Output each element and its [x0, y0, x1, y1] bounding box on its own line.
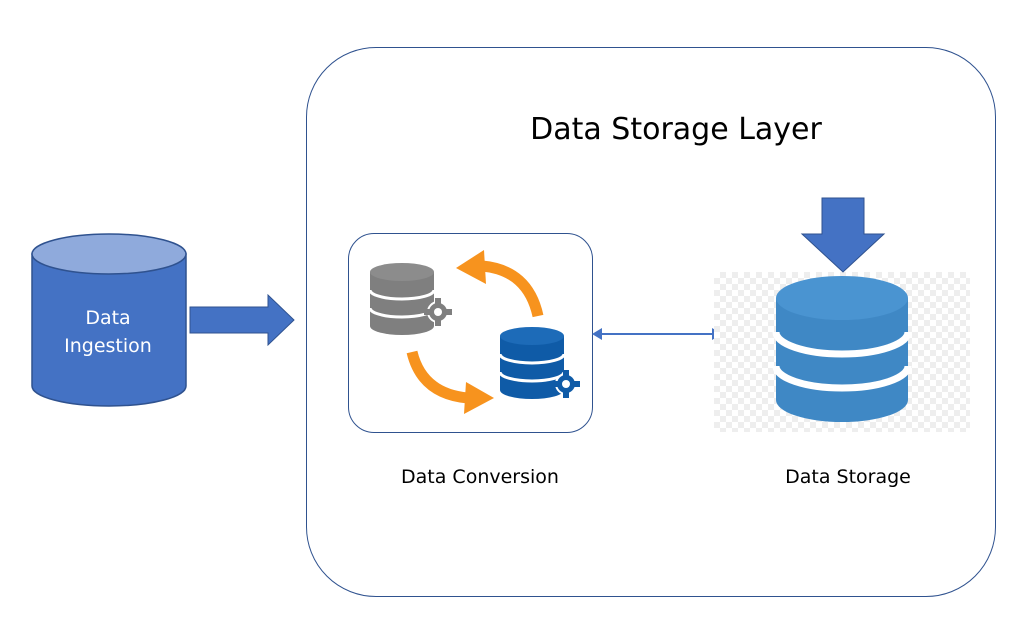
- ingestion-label-line2: Ingestion: [64, 335, 152, 357]
- data-storage-layer-frame: [306, 47, 996, 597]
- blue-gear-icon: [552, 370, 580, 398]
- data-storage-database-icon: [772, 276, 912, 422]
- layer-title: Data Storage Layer: [530, 112, 822, 147]
- gray-database-icon: [368, 263, 436, 335]
- gray-gear-icon: [424, 298, 452, 326]
- bidirectional-arrow-icon: [592, 328, 722, 340]
- data-conversion-icon: [368, 250, 580, 414]
- data-ingestion-label: Data Ingestion: [40, 304, 176, 360]
- data-conversion-label: Data Conversion: [401, 466, 559, 488]
- down-arrow-icon: [800, 197, 886, 273]
- blue-database-icon: [498, 327, 566, 399]
- data-storage-label: Data Storage: [785, 466, 911, 488]
- right-arrow-icon: [189, 293, 295, 347]
- orange-cycle-arrows-icon: [406, 250, 544, 414]
- ingestion-label-line1: Data: [85, 307, 131, 329]
- data-ingestion-cylinder: [31, 233, 187, 407]
